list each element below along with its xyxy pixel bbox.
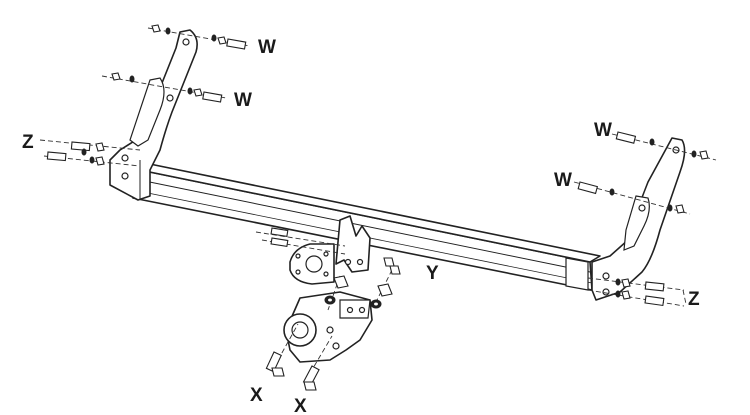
callout-labels: W W Z W W Y Z X X	[22, 37, 700, 415]
label-x-left: X	[250, 385, 263, 406]
right-mounting-bracket	[565, 137, 686, 301]
label-w-right-bottom: W	[554, 170, 572, 191]
left-mounting-bracket	[109, 29, 198, 201]
centre-hitch-bracket	[335, 215, 371, 273]
x-fastener-set	[265, 351, 320, 391]
left-z-fastener-set	[46, 141, 105, 166]
label-x-right: X	[294, 396, 307, 415]
right-w-fastener-set	[577, 131, 709, 214]
label-w-upper-left-top: W	[258, 37, 276, 58]
upper-left-fastener-set	[111, 24, 247, 103]
socket-mounting-plate	[289, 243, 335, 285]
y-fastener-set	[270, 227, 401, 309]
fastener-axes	[39, 27, 717, 381]
label-y: Y	[426, 263, 439, 284]
label-w-upper-left-bottom: W	[234, 90, 252, 111]
right-z-fastener-set	[615, 278, 665, 307]
label-w-right-top: W	[594, 120, 612, 141]
tow-ball-assembly	[283, 291, 373, 363]
label-z-right: Z	[688, 289, 700, 310]
label-z-left: Z	[22, 132, 34, 153]
